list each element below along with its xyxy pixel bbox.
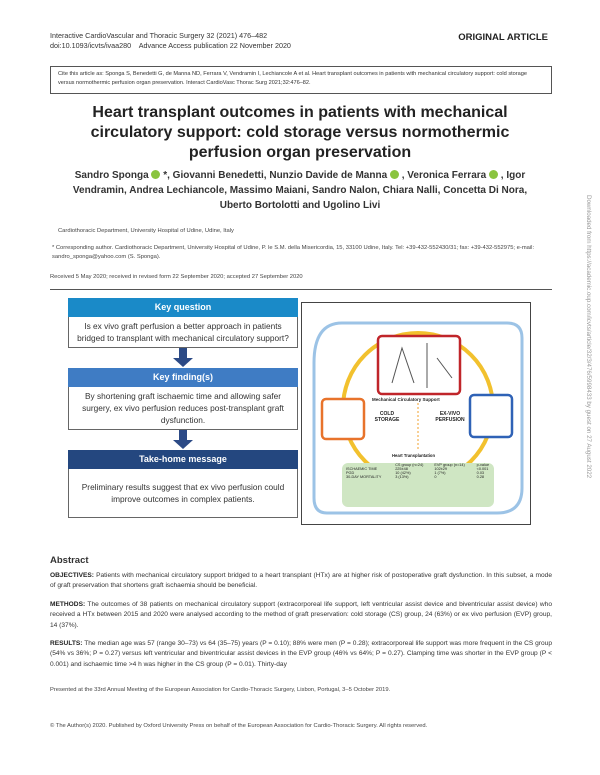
cell: 102±29 <box>434 467 448 471</box>
label: OBJECTIVES: <box>50 572 94 579</box>
cell: 30-DAY MORTALITY <box>346 475 382 479</box>
section-label: ORIGINAL ARTICLE <box>458 32 548 43</box>
arrow-down-icon <box>68 430 298 450</box>
copyright: © The Author(s) 2020. Published by Oxfor… <box>50 723 428 729</box>
cell: 0.03 <box>476 471 485 475</box>
take-home-box: Take-home message Preliminary results su… <box>68 450 298 518</box>
journal-citation: Interactive CardioVascular and Thoracic … <box>50 31 268 40</box>
orcid-icon[interactable] <box>151 170 161 179</box>
cell: ISCHAEMIC TIME <box>346 467 378 471</box>
box-text: Is ex vivo graft perfusion a better appr… <box>68 317 298 348</box>
cell: 0.28 <box>476 475 485 479</box>
abstract-methods: METHODS: The outcomes of 38 patients on … <box>50 600 552 631</box>
mcs-image <box>376 334 462 396</box>
box-heading: Key question <box>68 298 298 317</box>
graphical-abstract-figure: Mechanical Circulatory Support COLD STOR… <box>301 302 531 525</box>
cell: PGD <box>346 471 355 475</box>
author-separator: *, <box>160 170 173 181</box>
cell: CS group (n=24) <box>395 463 424 467</box>
table-row: PGD 10 (42%) 1 (7%) 0.03 <box>346 471 494 475</box>
author[interactable]: , Veronica Ferrara <box>398 170 487 181</box>
results-table: CS group (n=24) EVP group (n=14) p-value I… <box>346 463 494 479</box>
divider <box>50 289 552 290</box>
doi-line: doi:10.1093/icvts/ivaa280 Advance Access… <box>50 41 291 50</box>
arrow-down-icon <box>68 348 298 368</box>
abstract-heading: Abstract <box>50 555 89 566</box>
affiliation: Cardiothoracic Department, University Ho… <box>58 228 234 234</box>
cell: 0 <box>434 475 437 479</box>
orcid-icon[interactable] <box>489 170 498 179</box>
label-heart-tx: Heart Transplantation <box>392 453 436 458</box>
cite-box: Cite this article as: Sponga S, Benedett… <box>50 66 552 94</box>
box-heading: Key finding(s) <box>68 368 298 387</box>
text: The median age was 57 (range 30–73) vs 6… <box>50 640 552 668</box>
box-heading: Take-home message <box>68 450 298 469</box>
cell: 1 (7%) <box>434 471 446 475</box>
cell: p-value <box>476 463 490 467</box>
author-list: Sandro Sponga *, Giovanni Benedetti, Nun… <box>60 168 540 213</box>
label: METHODS: <box>50 601 86 608</box>
cell: <0.001 <box>476 467 489 471</box>
box-text: Preliminary results suggest that ex vivo… <box>68 469 298 518</box>
download-watermark: Downloaded from https://academic.oup.com… <box>583 195 593 615</box>
cell: 225±48 <box>395 467 408 471</box>
author[interactable]: Giovanni Benedetti, Nunzio Davide de Man… <box>172 170 388 181</box>
article-title: Heart transplant outcomes in patients wi… <box>90 104 510 161</box>
author[interactable]: , Igor Vendramin, Andrea Lechiancole, Ma… <box>72 170 528 211</box>
box-text: By shortening graft ischaemic time and a… <box>68 387 298 430</box>
label-cold-storage: COLD STORAGE <box>374 411 400 423</box>
label-evp: EX-VIVO PERFUSION <box>435 411 465 423</box>
figure-illustration <box>312 321 524 515</box>
running-header: Interactive CardioVascular and Thoracic … <box>50 31 291 51</box>
table-row: ISCHAEMIC TIME 225±48 102±29 <0.001 <box>346 467 494 471</box>
graphical-abstract-keys: Key question Is ex vivo graft perfusion … <box>68 298 298 518</box>
text: The outcomes of 38 patients on mechanica… <box>50 601 552 629</box>
abstract-results: RESULTS: The median age was 57 (range 30… <box>50 639 552 670</box>
cold-storage-image <box>320 397 366 441</box>
cell: 10 (42%) <box>395 471 411 475</box>
received-dates: Received 5 May 2020; received in revised… <box>50 274 303 280</box>
cell: 3 (13%) <box>395 475 409 479</box>
corresponding-author: * Corresponding author. Cardiothoracic D… <box>52 245 535 260</box>
text: Patients with mechanical circulatory sup… <box>50 572 552 590</box>
table-header: CS group (n=24) EVP group (n=14) p-value <box>346 463 494 467</box>
key-findings-box: Key finding(s) By shortening graft ischa… <box>68 368 298 430</box>
author[interactable]: Sandro Sponga <box>74 170 149 181</box>
sketch <box>391 343 453 388</box>
orcid-icon[interactable] <box>389 170 399 179</box>
label-mcs: Mechanical Circulatory Support <box>372 397 440 402</box>
presented-note: Presented at the 33rd Annual Meeting of … <box>50 687 391 693</box>
outer-frame <box>312 321 524 515</box>
watermark-text: Downloaded from https://academic.oup.com… <box>585 195 592 479</box>
abstract-objectives: OBJECTIVES: Patients with mechanical cir… <box>50 571 552 592</box>
label: RESULTS: <box>50 640 83 647</box>
results-table-bg <box>342 463 494 507</box>
cell: EVP group (n=14) <box>434 463 465 467</box>
key-question-box: Key question Is ex vivo graft perfusion … <box>68 298 298 348</box>
evp-image <box>468 393 514 439</box>
table-row: 30-DAY MORTALITY 3 (13%) 0 0.28 <box>346 475 494 479</box>
